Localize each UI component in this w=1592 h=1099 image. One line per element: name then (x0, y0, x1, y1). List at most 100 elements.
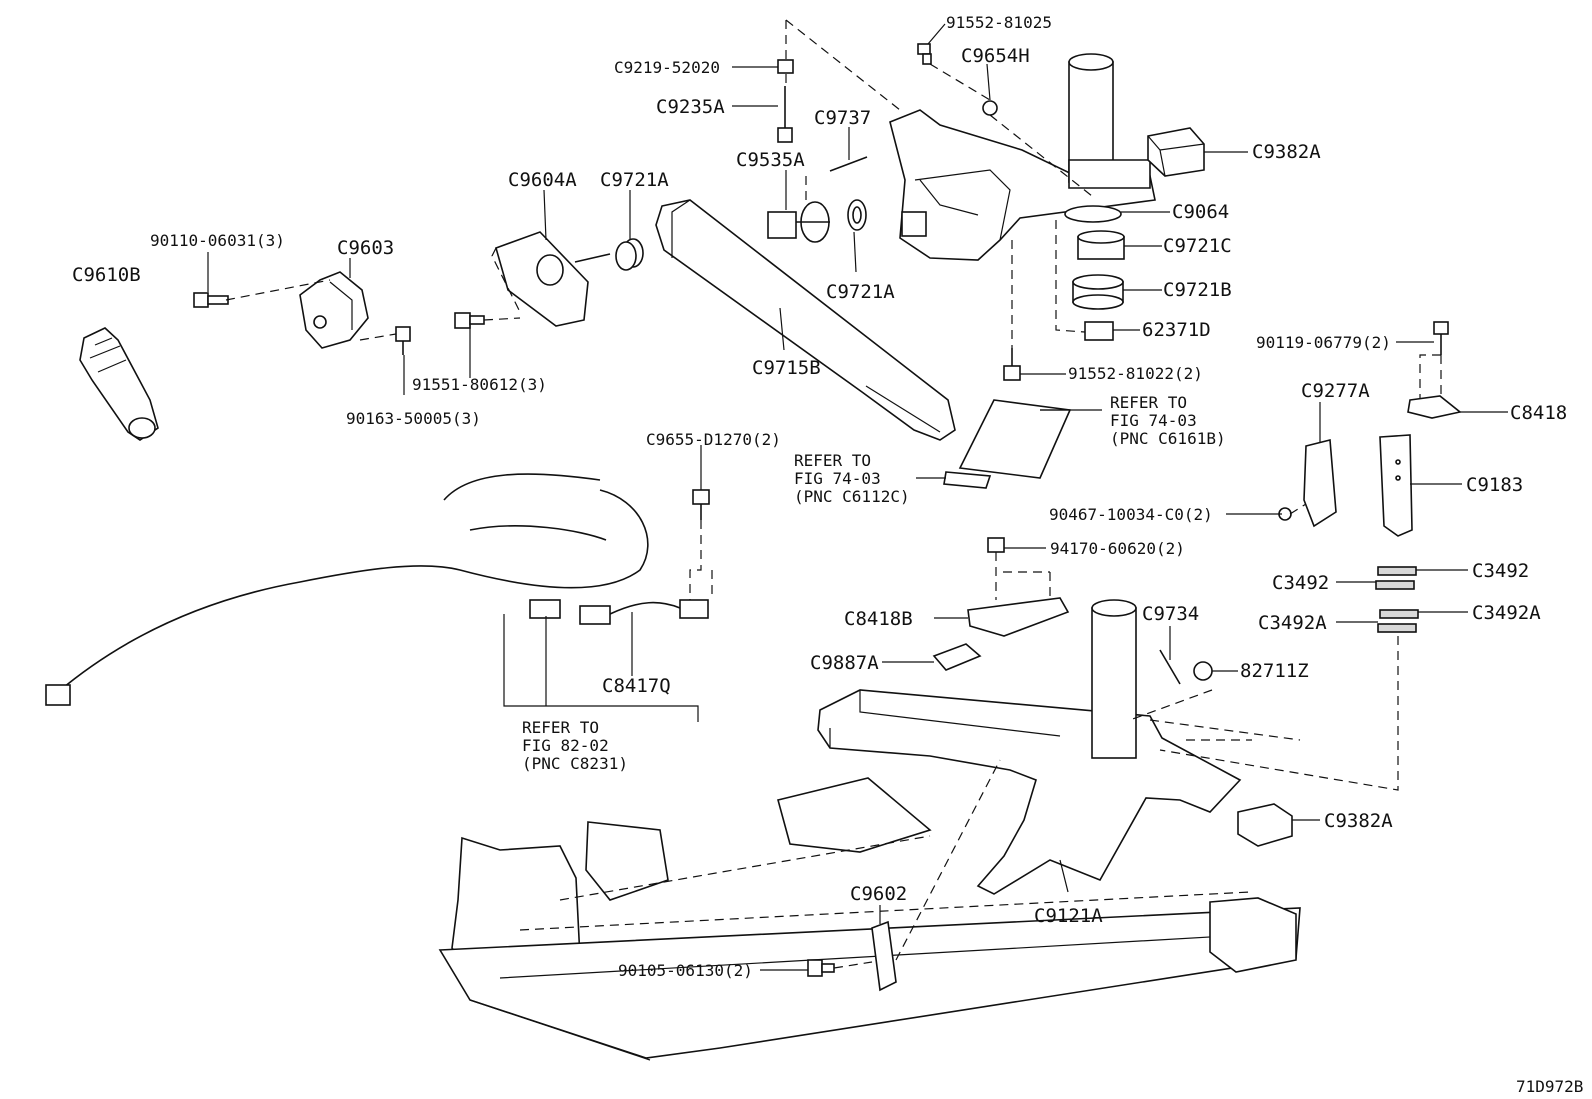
c9654h-washer (982, 100, 998, 116)
label-c3492-left: C3492 (1272, 572, 1329, 594)
label-c9655-d1270: C9655-D1270(2) (646, 430, 781, 449)
base-frame (438, 777, 1301, 1061)
refer-note-line: FIG 74-03 (794, 469, 881, 488)
label-91551-80612: 91551-80612(3) (412, 375, 547, 394)
c9535a-gear-shaft (767, 176, 830, 243)
refer-note-line: (PNC C8231) (522, 754, 628, 773)
c9064-ring (1064, 205, 1122, 223)
label-c3492a-left: C3492A (1258, 612, 1327, 634)
label-c9721b: C9721B (1163, 279, 1232, 301)
label-90163-50005: 90163-50005(3) (346, 409, 481, 428)
c9715b-strap (655, 199, 956, 441)
label-c8418: C8418 (1510, 402, 1567, 424)
refer-note-line: FIG 82-02 (522, 736, 609, 755)
c9219-nut (777, 59, 794, 74)
bolt-90105-06130 (807, 959, 835, 977)
label-c9219-52020: C9219-52020 (614, 58, 720, 77)
label-c3492a-right: C3492A (1472, 602, 1541, 624)
screw-91551-80612 (454, 312, 485, 329)
c9382a-bottom-block (1237, 803, 1293, 847)
figure-id: 71D972B (1516, 1077, 1583, 1096)
label-c9610b: C9610B (72, 264, 141, 286)
c9235a-bolt (777, 86, 793, 143)
label-c9887a: C9887A (810, 652, 879, 674)
label-c9535a: C9535A (736, 149, 805, 171)
leader-lines (207, 23, 1508, 971)
c9721a-bushing-left (615, 238, 644, 271)
label-c9721a-left: C9721A (600, 169, 669, 191)
c9382a-top-block (1147, 127, 1205, 177)
62371d-clip (1084, 321, 1114, 341)
c9721c-bushing (1077, 230, 1125, 260)
label-c9734: C9734 (1142, 603, 1199, 625)
label-c9382a-bottom: C9382A (1324, 810, 1393, 832)
wire-harness (45, 473, 709, 706)
refer-note-line: (PNC C6161B) (1110, 429, 1226, 448)
label-c8417q: C8417Q (602, 675, 671, 697)
c9610b-motor (79, 327, 159, 441)
refer-note-line: (PNC C6112C) (794, 487, 910, 506)
refer-note-line: REFER TO (522, 718, 599, 737)
c9603-actuator (299, 271, 369, 349)
c9737-pin (829, 156, 868, 172)
label-c9235a: C9235A (656, 96, 725, 118)
c9887a-clip (932, 643, 982, 671)
label-62371d: 62371D (1142, 319, 1211, 341)
c8418-bracket (1407, 395, 1462, 419)
label-c9737: C9737 (814, 107, 871, 129)
82711z-clip (1193, 661, 1213, 681)
c9721a-washer-right (847, 199, 867, 231)
swivel-housing (889, 109, 1156, 261)
c9121a-post-frame (817, 599, 1242, 895)
assembly-lines (225, 19, 1442, 969)
refer-note-c6112c: REFER TO FIG 74-03 (PNC C6112C) (794, 451, 910, 506)
label-c9654h: C9654H (961, 45, 1030, 67)
c9721b-bushing (1072, 274, 1124, 310)
label-90105-06130: 90105-06130(2) (618, 961, 753, 980)
label-c3492-right: C3492 (1472, 560, 1529, 582)
upper-post-tube (1068, 53, 1151, 189)
bolt-90110-06031 (193, 292, 229, 308)
label-90110-06031: 90110-06031(3) (150, 231, 285, 250)
label-c9277a: C9277A (1301, 380, 1370, 402)
refer-note-c6161b: REFER TO FIG 74-03 (PNC C6161B) (1110, 393, 1226, 448)
bolt-91552-81022 (1003, 348, 1021, 381)
c9734-pin (1159, 649, 1181, 685)
label-82711z: 82711Z (1240, 660, 1309, 682)
label-90119-06779: 90119-06779(2) (1256, 333, 1391, 352)
label-91552-81022: 91552-81022(2) (1068, 364, 1203, 383)
nut-94170-60620 (987, 537, 1005, 553)
c9604a-bracket (495, 231, 611, 327)
c8418b-plate (967, 597, 1070, 637)
label-90467-10034: 90467-10034-C0(2) (1049, 505, 1213, 524)
label-c9715b: C9715B (752, 357, 821, 379)
label-c9382a-top: C9382A (1252, 141, 1321, 163)
label-94170-60620: 94170-60620(2) (1050, 539, 1185, 558)
label-c9603: C9603 (337, 237, 394, 259)
refer-note-line: REFER TO (1110, 393, 1187, 412)
label-c8418b: C8418B (844, 608, 913, 630)
c9277a-holder (1278, 438, 1337, 528)
refer-cover-panel (943, 399, 1072, 489)
refer-note-line: REFER TO (794, 451, 871, 470)
screw-c9655-d1270 (692, 489, 710, 520)
c3492-pads (1375, 566, 1419, 633)
label-c9721a-right: C9721A (826, 281, 895, 303)
c9183-plate (1379, 434, 1413, 537)
refer-note-c8231: REFER TO FIG 82-02 (PNC C8231) (522, 718, 628, 773)
c9602-bracket (871, 920, 897, 992)
label-c9121a: C9121A (1034, 905, 1103, 927)
bolt-90119-06779 (1433, 321, 1449, 355)
screw-90163-50005 (395, 326, 411, 355)
label-c9064: C9064 (1172, 201, 1229, 223)
refer-note-line: FIG 74-03 (1110, 411, 1197, 430)
bolt-91552-81025 (917, 43, 932, 65)
label-c9604a: C9604A (508, 169, 577, 191)
label-c9183: C9183 (1466, 474, 1523, 496)
label-91552-81025: 91552-81025 (946, 13, 1052, 32)
label-c9721c: C9721C (1163, 235, 1232, 257)
label-c9602: C9602 (850, 883, 907, 905)
part-labels: 91552-81025 C9654H C9219-52020 C9235A C9… (72, 13, 1567, 980)
